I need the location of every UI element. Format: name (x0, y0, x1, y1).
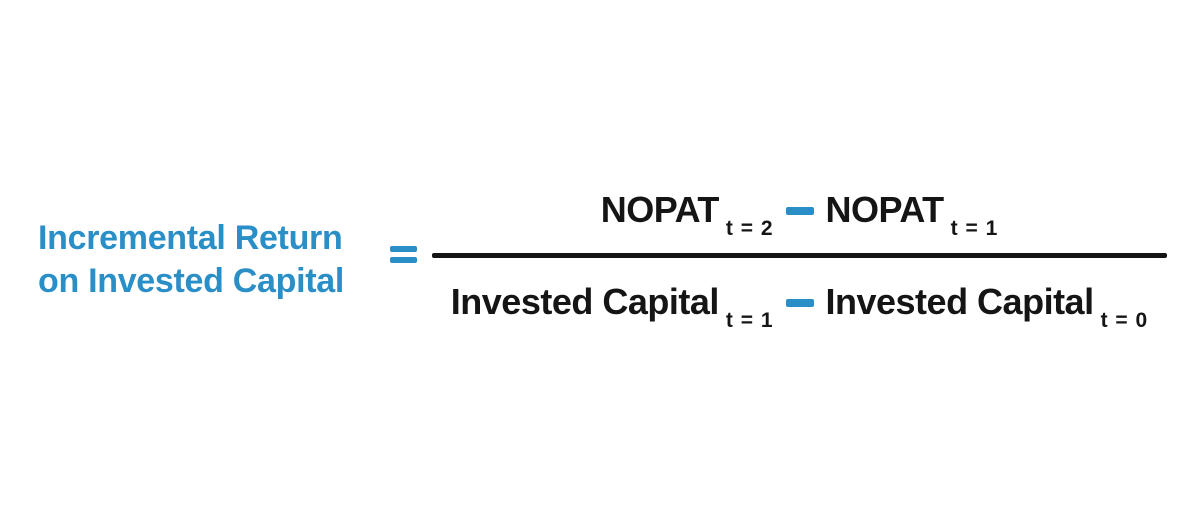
numerator-term-1: NOPAT (600, 189, 720, 230)
numerator-term-1-subscript: t = 2 (725, 217, 774, 240)
denominator-term-1-subscript: t = 1 (725, 309, 774, 332)
formula-title-line2: on Invested Capital (38, 262, 345, 300)
numerator-term-2-subscript: t = 1 (950, 217, 999, 240)
equals-bottom-bar (390, 257, 417, 263)
minus-icon: − (785, 207, 814, 215)
equals-icon: = (390, 246, 417, 263)
equals-text: = (390, 263, 391, 264)
fraction-bar (432, 253, 1167, 258)
equals-top-bar (390, 246, 417, 252)
numerator-term-2: NOPAT (825, 189, 945, 230)
minus-text: − (800, 299, 801, 300)
formula-title: Incremental Return on Invested Capital (38, 217, 344, 303)
denominator-term-2-subscript: t = 0 (1100, 309, 1149, 332)
denominator-term-2: Invested Capital (825, 281, 1095, 322)
formula-title-line1: Incremental Return (38, 219, 343, 257)
denominator-term-1: Invested Capital (450, 281, 720, 322)
minus-icon: − (785, 299, 814, 307)
minus-text: − (800, 207, 801, 208)
